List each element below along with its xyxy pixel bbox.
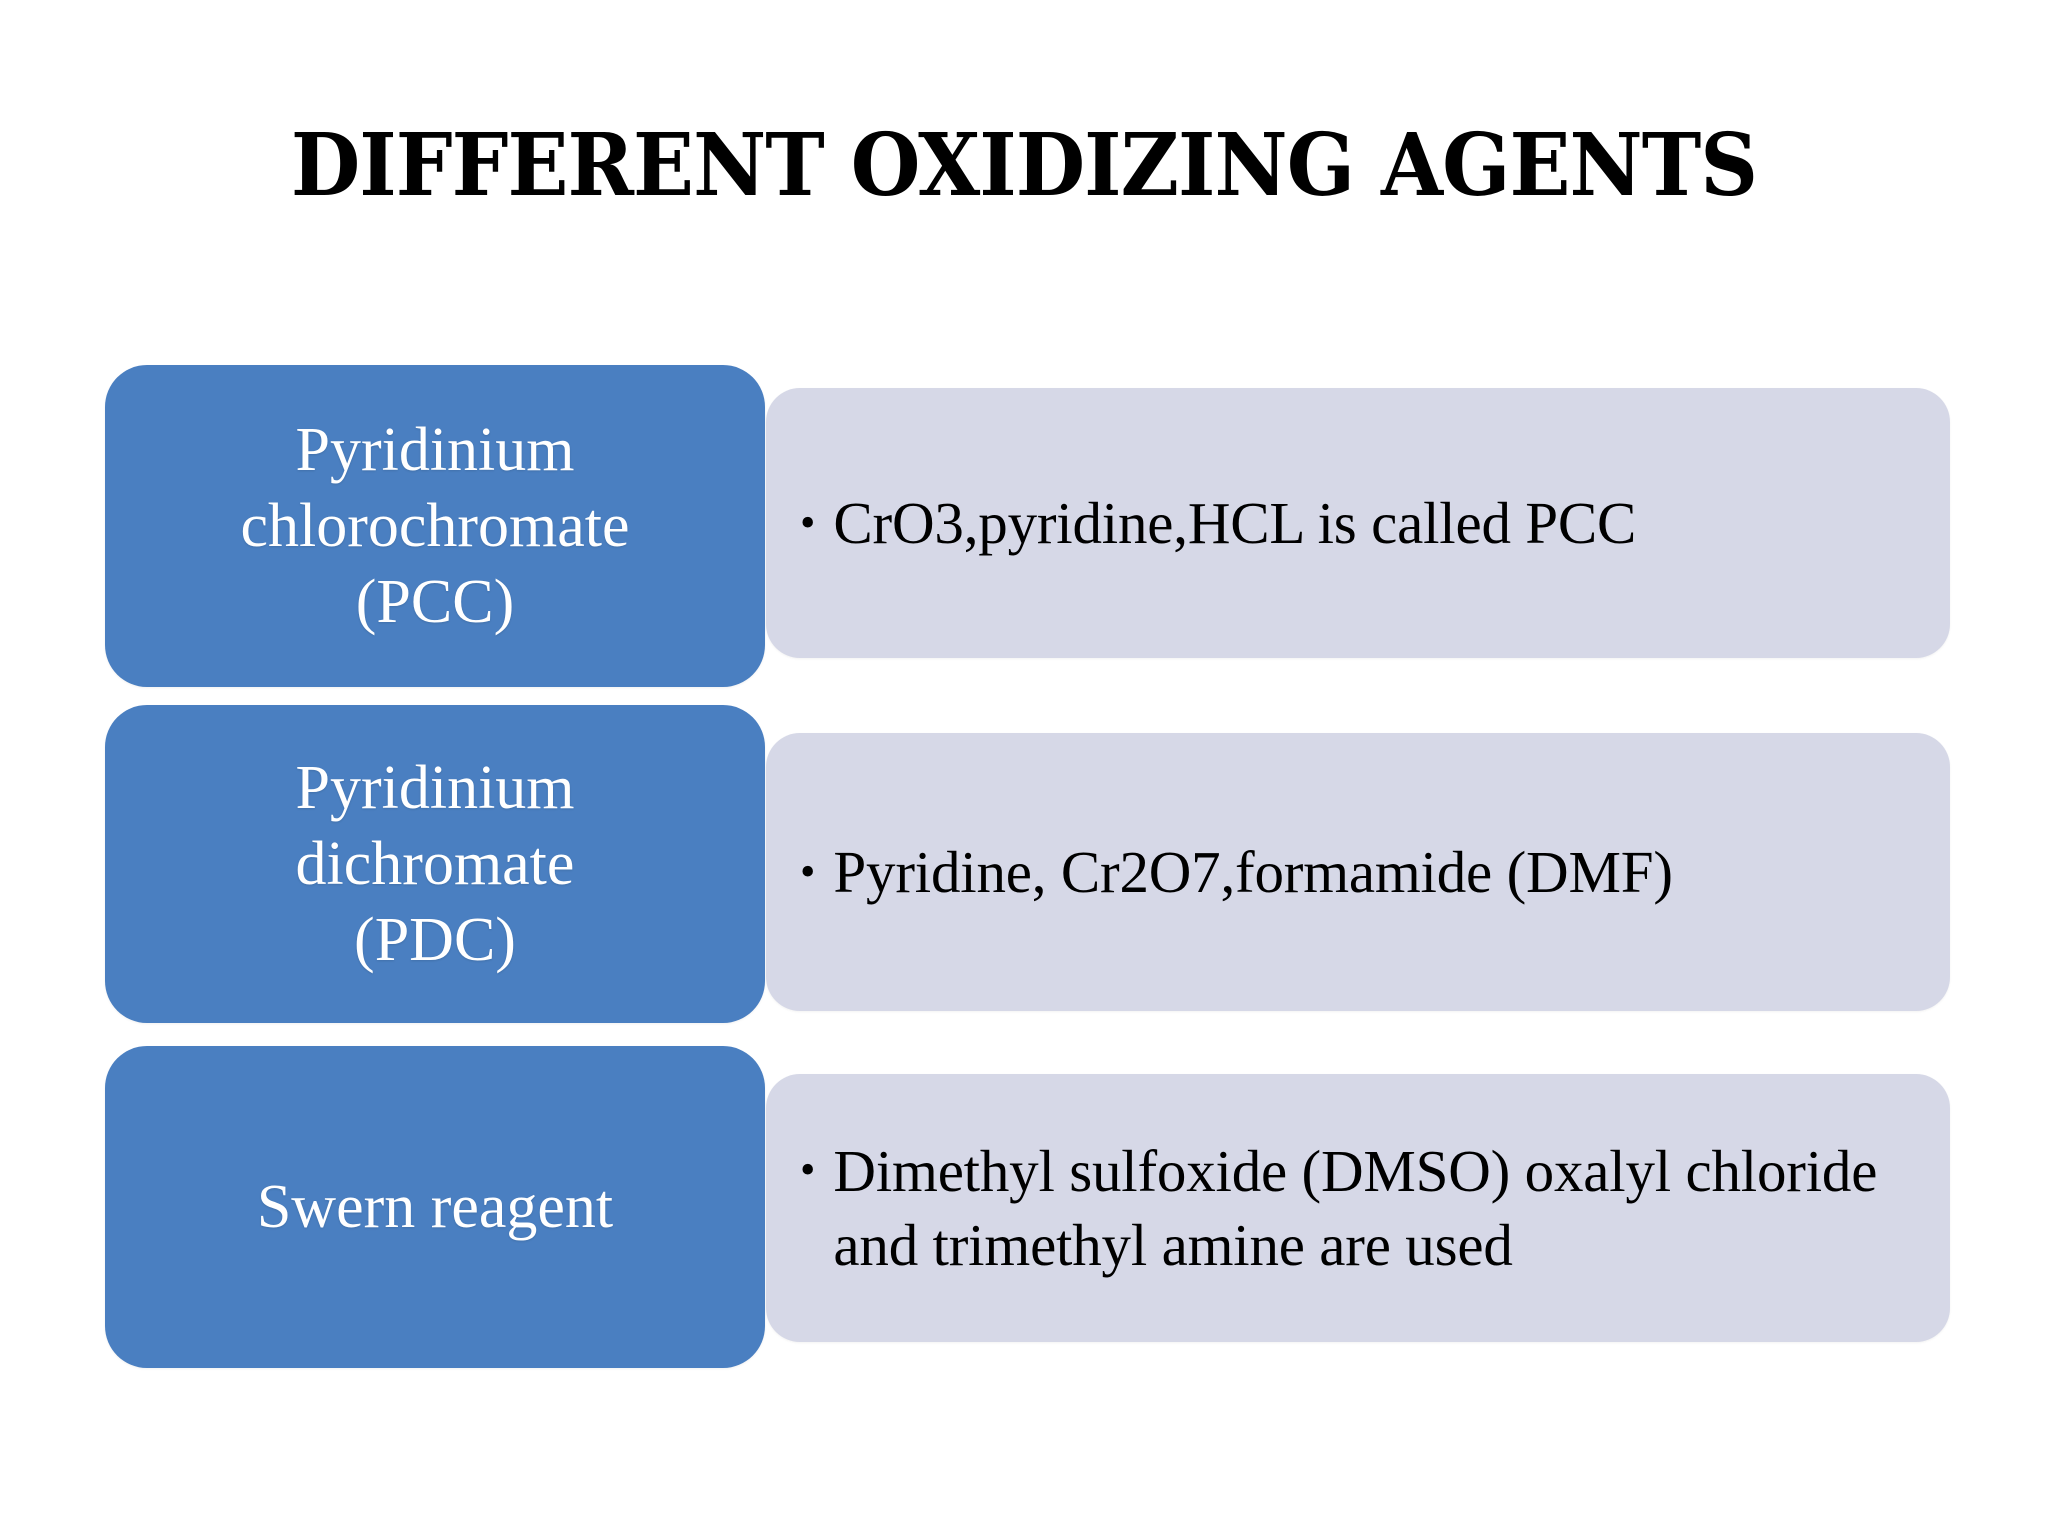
agent-detail-text: Pyridine, Cr2O7,formamide (DMF): [833, 839, 1673, 905]
bullet-line: • CrO3,pyridine,HCL is called PCC: [796, 487, 1916, 559]
content-row: Pyridinium chlorochromate (PCC) • CrO3,p…: [0, 365, 2048, 687]
agent-detail-card-pdc[interactable]: • Pyridine, Cr2O7,formamide (DMF): [766, 733, 1950, 1011]
content-row: Swern reagent • Dimethyl sulfoxide (DMSO…: [0, 1046, 2048, 1368]
bullet-icon: •: [800, 1145, 816, 1194]
agent-label-card-swern[interactable]: Swern reagent: [105, 1046, 765, 1368]
bullet-icon: •: [800, 498, 816, 547]
agent-label-text: Pyridinium chlorochromate (PCC): [240, 416, 630, 636]
page-title: DIFFERENT OXIDIZING AGENTS: [290, 115, 1758, 216]
bullet-line: • Pyridine, Cr2O7,formamide (DMF): [796, 836, 1916, 908]
agent-detail-card-swern[interactable]: • Dimethyl sulfoxide (DMSO) oxalyl chlor…: [766, 1074, 1950, 1342]
content-row: Pyridinium dichromate (PDC) • Pyridine, …: [0, 705, 2048, 1023]
agent-label-card-pdc[interactable]: Pyridinium dichromate (PDC): [105, 705, 765, 1023]
agent-detail-card-pcc[interactable]: • CrO3,pyridine,HCL is called PCC: [766, 388, 1950, 658]
agent-label-text: Pyridinium dichromate (PDC): [295, 754, 575, 974]
bullet-line: • Dimethyl sulfoxide (DMSO) oxalyl chlor…: [796, 1134, 1916, 1282]
agent-label-text: Swern reagent: [256, 1173, 614, 1241]
agent-detail-text: Dimethyl sulfoxide (DMSO) oxalyl chlorid…: [833, 1138, 1878, 1278]
agent-detail-text: CrO3,pyridine,HCL is called PCC: [833, 490, 1637, 556]
agent-label-card-pcc[interactable]: Pyridinium chlorochromate (PCC): [105, 365, 765, 687]
bullet-icon: •: [800, 847, 816, 896]
